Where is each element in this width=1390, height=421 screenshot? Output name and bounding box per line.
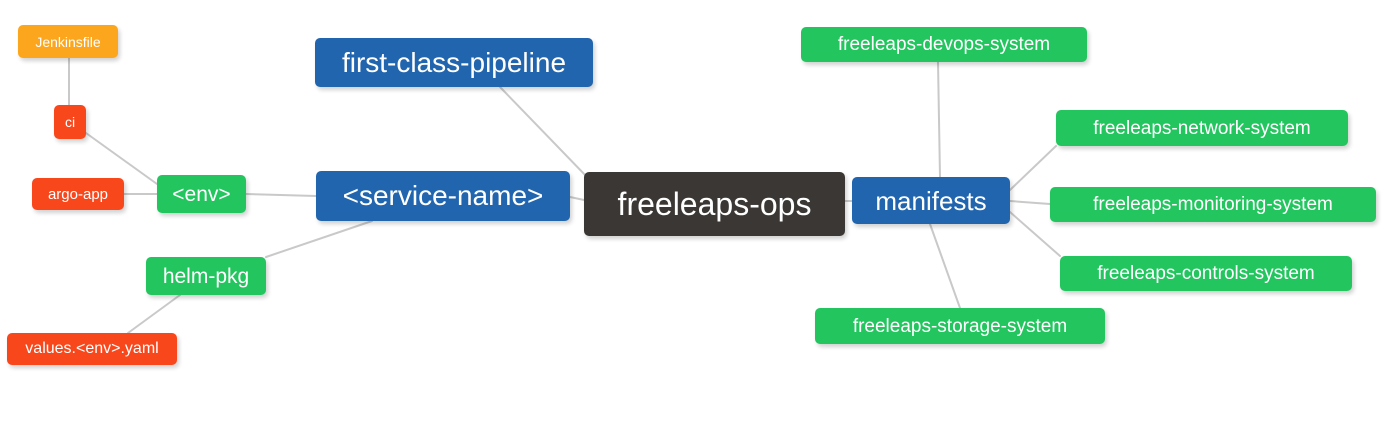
node-freeleaps-devops-system[interactable]: freeleaps-devops-system: [801, 27, 1087, 62]
node-manifests[interactable]: manifests: [852, 177, 1010, 224]
node-label: values.<env>.yaml: [25, 340, 159, 357]
edge-manifests-to-freeleaps-network-system: [1009, 145, 1057, 191]
node-env[interactable]: <env>: [157, 175, 246, 213]
node-label: freeleaps-monitoring-system: [1093, 194, 1333, 215]
node-label: <service-name>: [342, 180, 544, 211]
node-values-yaml[interactable]: values.<env>.yaml: [7, 333, 177, 365]
node-freeleaps-ops[interactable]: freeleaps-ops: [584, 172, 845, 236]
node-label: freeleaps-devops-system: [837, 34, 1051, 55]
node-helm-pkg[interactable]: helm-pkg: [146, 257, 266, 295]
node-label: ci: [64, 114, 76, 130]
node-label: argo-app: [47, 185, 109, 203]
node-service-name[interactable]: <service-name>: [316, 171, 570, 221]
node-ci[interactable]: ci: [54, 105, 86, 139]
edge-manifests-to-freeleaps-devops-system: [937, 61, 941, 178]
node-jenkinsfile[interactable]: Jenkinsfile: [18, 25, 118, 58]
node-freeleaps-storage-system[interactable]: freeleaps-storage-system: [815, 308, 1105, 344]
edge-service-name-to-first-class-pipeline: [499, 86, 589, 179]
node-freeleaps-network-system[interactable]: freeleaps-network-system: [1056, 110, 1348, 146]
edge-freeleaps-ops-to-service-name: [569, 196, 585, 201]
edge-manifests-to-freeleaps-monitoring-system: [1009, 200, 1051, 205]
node-freeleaps-monitoring-system[interactable]: freeleaps-monitoring-system: [1050, 187, 1376, 222]
edge-service-name-to-env: [245, 193, 317, 197]
node-freeleaps-controls-system[interactable]: freeleaps-controls-system: [1060, 256, 1352, 291]
node-first-class-pipeline[interactable]: first-class-pipeline: [315, 38, 593, 87]
edge-manifests-to-freeleaps-storage-system: [929, 223, 961, 309]
edge-env-to-ci: [85, 132, 158, 185]
node-label: freeleaps-storage-system: [852, 315, 1068, 337]
node-label: Jenkinsfile: [35, 33, 101, 50]
node-label: freeleaps-ops: [617, 186, 812, 222]
node-label: first-class-pipeline: [341, 46, 567, 78]
node-label: helm-pkg: [162, 264, 250, 288]
node-label: <env>: [172, 182, 231, 206]
node-label: manifests: [875, 185, 987, 216]
node-label: freeleaps-network-system: [1093, 117, 1311, 139]
node-argo-app[interactable]: argo-app: [32, 178, 124, 210]
edge-service-name-to-helm-pkg: [265, 220, 373, 258]
node-label: freeleaps-controls-system: [1097, 263, 1315, 284]
edge-helm-pkg-to-values-yaml: [127, 294, 181, 334]
